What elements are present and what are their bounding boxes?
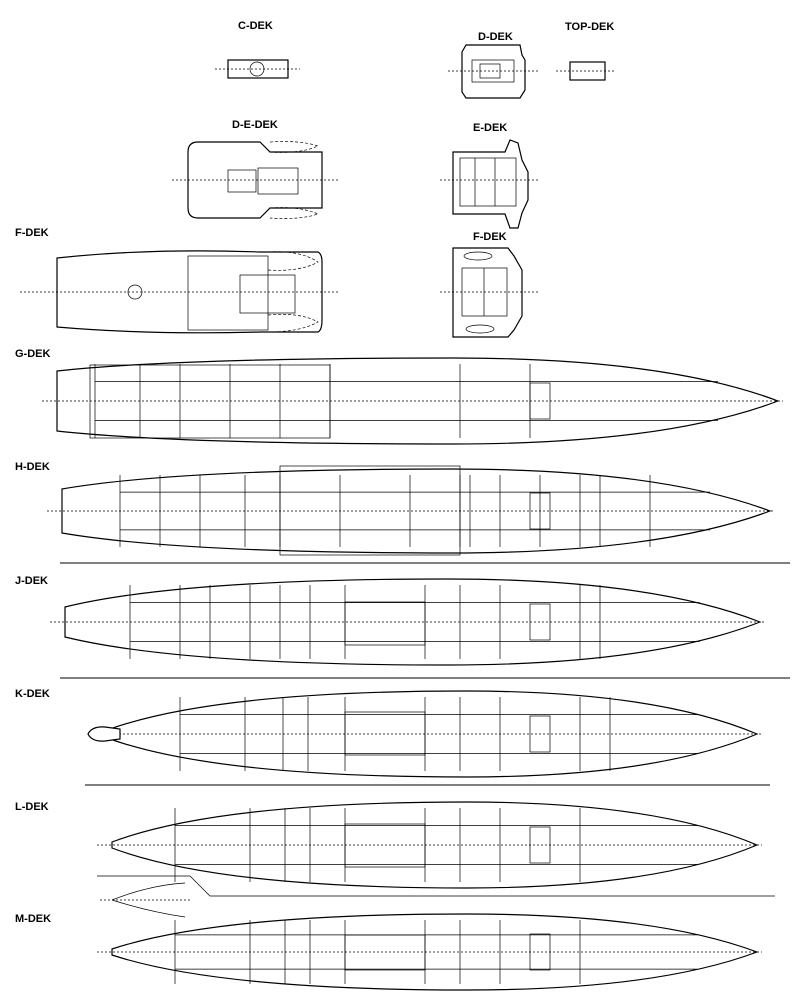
f-deck-forward-plan — [440, 247, 540, 338]
label-top-deck: TOP-DEK — [565, 21, 614, 33]
e-deck-plan — [440, 139, 540, 229]
d-deck-plan — [448, 44, 540, 99]
label-g-deck: G-DEK — [15, 348, 51, 360]
j-deck-central-space — [344, 601, 426, 646]
label-f-deck-main: F-DEK — [15, 227, 49, 239]
label-m-deck: M-DEK — [15, 913, 51, 925]
l-deck-lower-appendix — [97, 875, 775, 918]
d-e-deck-plan — [172, 141, 340, 219]
k-deck-stern-appendage — [87, 726, 121, 742]
k-deck-room — [529, 715, 551, 753]
label-j-deck: J-DEK — [15, 575, 48, 587]
k-deck-central-space — [344, 711, 426, 756]
c-deck-plan — [215, 59, 300, 79]
label-d-e-deck: D-E-DEK — [232, 119, 278, 131]
top-deck-plan — [556, 61, 615, 81]
m-deck-central-space — [344, 934, 426, 971]
f-deck-main-plan — [20, 250, 340, 334]
label-d-deck: D-DEK — [478, 31, 513, 43]
label-l-deck: L-DEK — [15, 801, 49, 813]
h-deck-central-space — [279, 465, 461, 556]
label-f-deck-forward: F-DEK — [473, 231, 507, 243]
label-h-deck: H-DEK — [15, 461, 50, 473]
label-c-deck: C-DEK — [238, 20, 273, 32]
l-deck-central-space — [344, 823, 426, 868]
label-e-deck: E-DEK — [473, 122, 507, 134]
h-deck-room — [529, 492, 551, 530]
g-deck-central-space — [89, 364, 331, 439]
g-deck-hull — [56, 357, 780, 445]
label-k-deck: K-DEK — [15, 688, 50, 700]
